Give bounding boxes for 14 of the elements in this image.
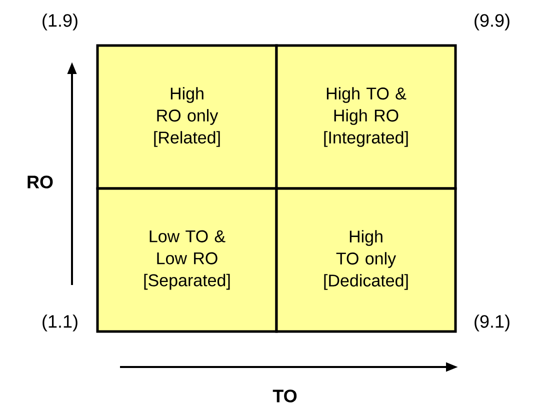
quadrant-text: Low TO & Low RO [Separated]: [144, 230, 230, 290]
corner-label: (1.9): [42, 14, 78, 30]
axis-label: RO: [28, 176, 53, 188]
quadrant-text: High TO only [Dedicated]: [324, 230, 408, 290]
quadrant-box: [96, 44, 278, 190]
quadrant-text: High RO only [Related]: [154, 87, 220, 147]
quadrant-text: High TO & High RO [Integrated]: [324, 87, 408, 147]
axis-label: TO: [272, 390, 297, 402]
quadrant-box: [96, 187, 278, 333]
corner-label: (1.1): [42, 314, 78, 332]
quadrant-box: [275, 187, 457, 333]
corner-label: (9.9): [474, 14, 510, 30]
quadrant-box: [275, 44, 457, 190]
corner-label: (9.1): [474, 314, 510, 332]
